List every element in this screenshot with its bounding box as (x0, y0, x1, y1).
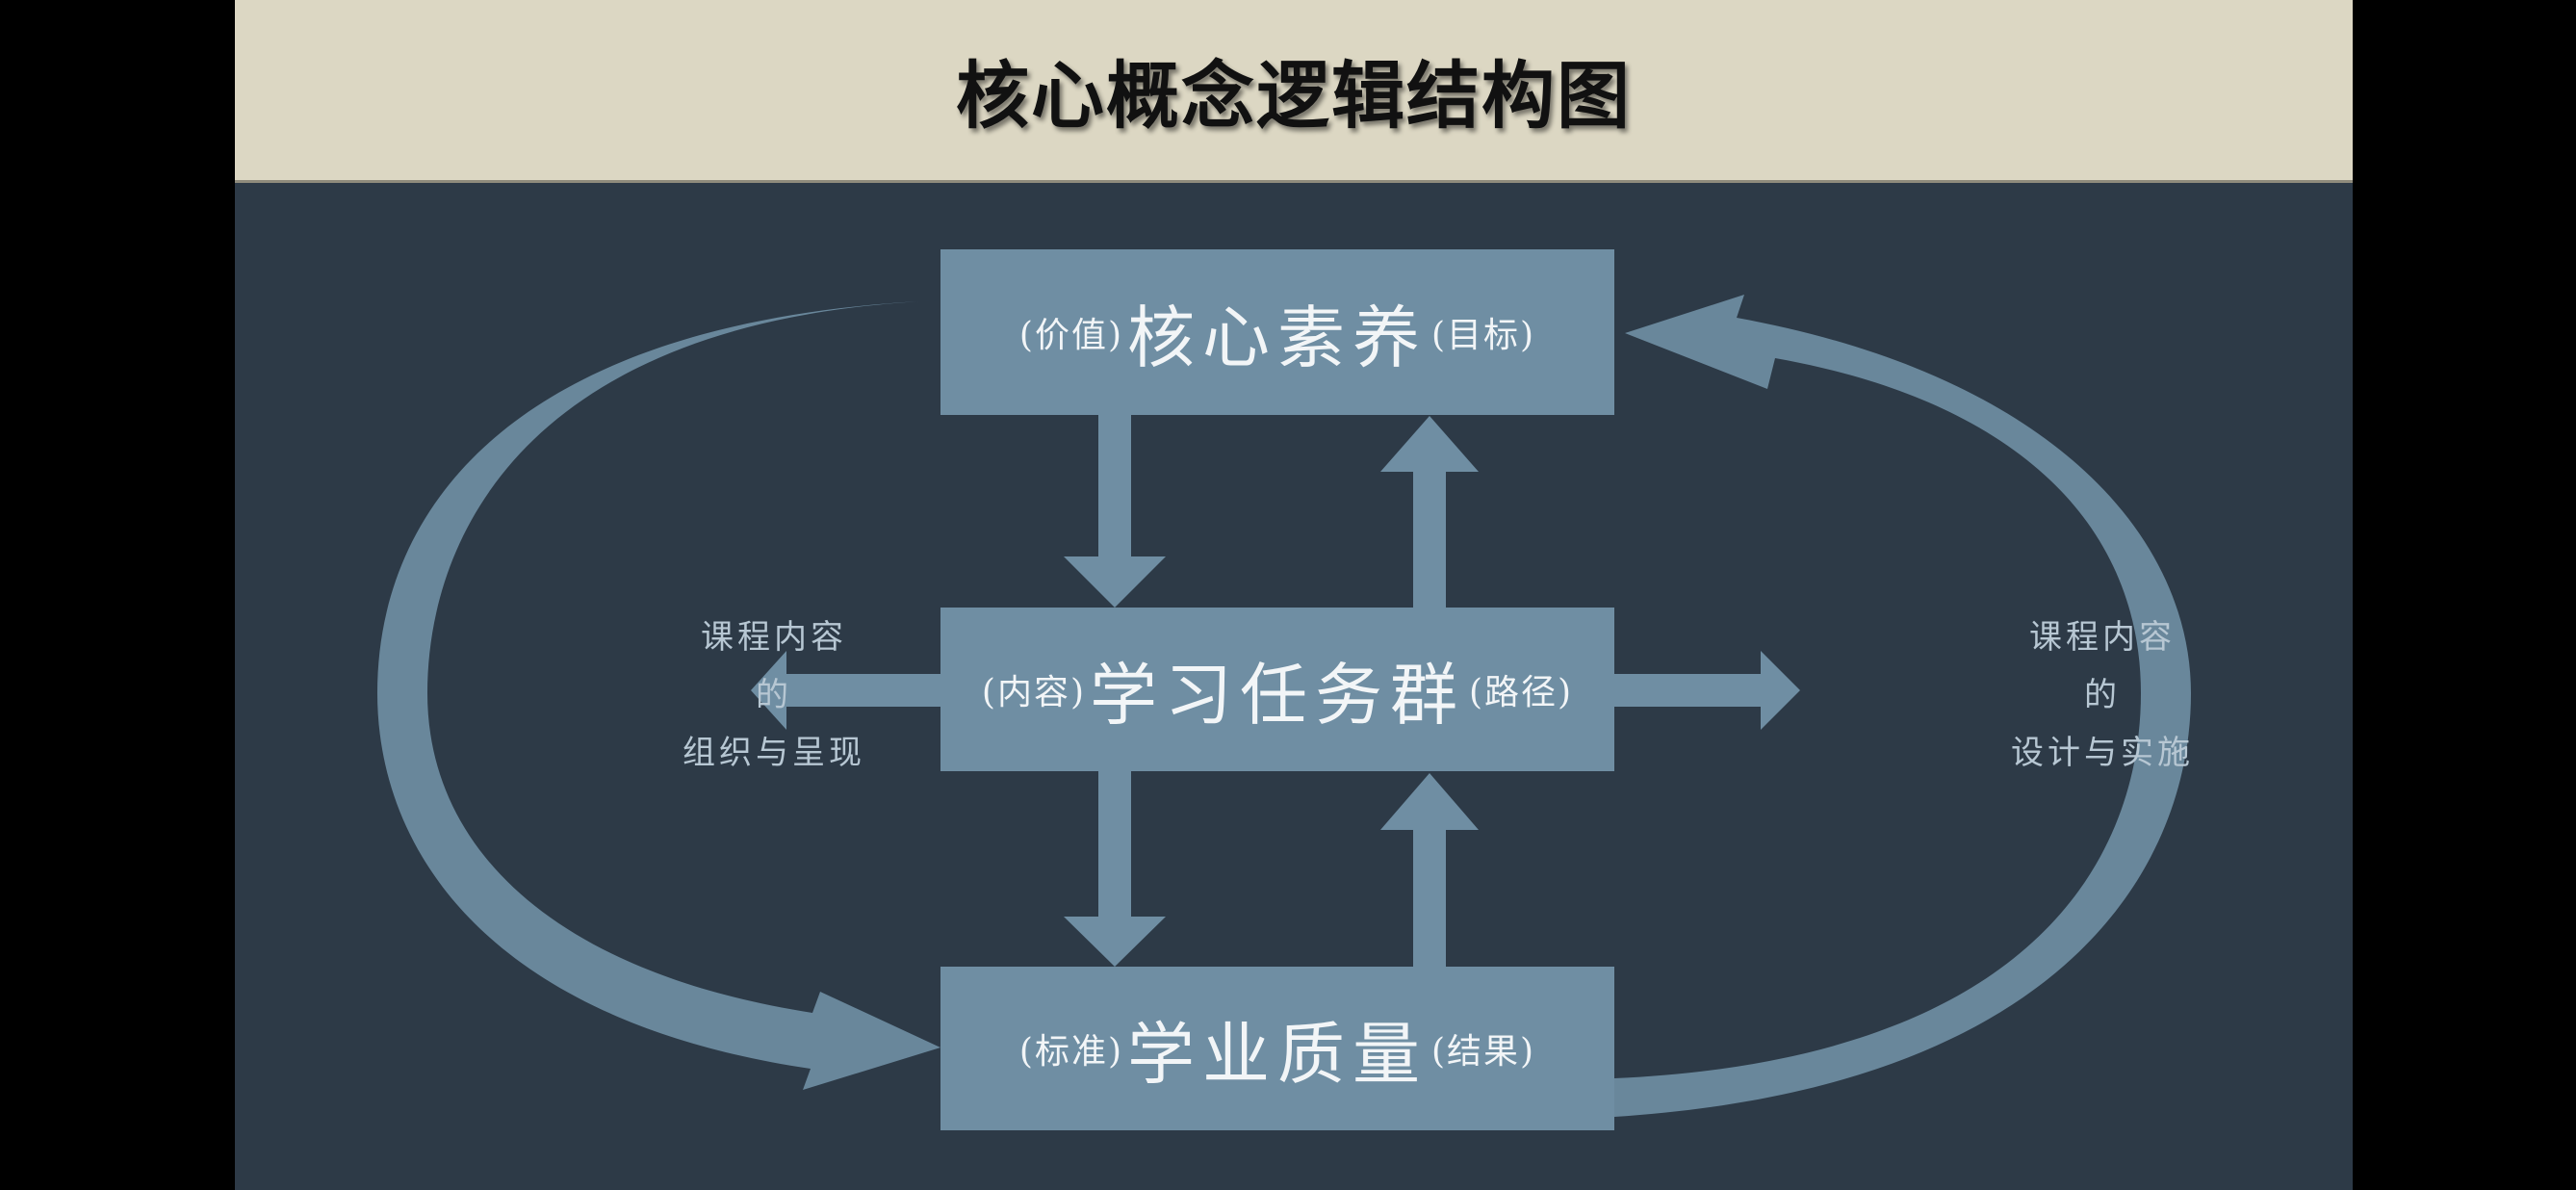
node-mid-title: 学习任务群 (1090, 655, 1465, 735)
node-top-suffix: (目标) (1431, 316, 1536, 355)
node-learning-task-groups: (内容) 学习任务群 (路径) (940, 608, 1614, 771)
node-top-prefix: (价值) (1018, 316, 1123, 355)
left-label-line3: 组织与呈现 (683, 734, 865, 772)
right-arrow-middle (1614, 651, 1800, 730)
node-core-literacy: (价值) 核心素养 (目标) (940, 249, 1614, 415)
up-arrow-bottom (1380, 773, 1479, 967)
left-cycle-arrow (377, 300, 940, 1090)
down-arrow-bottom (1064, 771, 1166, 967)
down-arrow-top (1064, 415, 1166, 608)
node-bot-title: 学业质量 (1127, 1014, 1428, 1094)
node-mid-suffix: (路径) (1469, 673, 1574, 712)
left-arrow-middle (751, 651, 1046, 730)
right-side-label: 课程内容 的 设计与实施 (1948, 608, 2256, 782)
up-arrow-top (1380, 416, 1479, 608)
node-mid-prefix: (内容) (981, 673, 1086, 712)
right-label-line3: 设计与实施 (2011, 734, 2194, 772)
node-top-title: 核心素养 (1127, 298, 1428, 377)
slide: 核心概念逻辑结构图 (价值) 核心素养 (目标) (内容) 学习任务群 (路径) (235, 0, 2353, 1190)
right-label-line2: 的 (2084, 676, 2121, 714)
node-academic-quality: (标准) 学业质量 (结果) (940, 967, 1614, 1130)
node-bot-prefix: (标准) (1018, 1032, 1123, 1072)
title-bar: 核心概念逻辑结构图 (235, 0, 2353, 183)
left-label-line2: 的 (756, 676, 792, 714)
left-side-label: 课程内容 的 组织与呈现 (620, 608, 928, 782)
node-bot-suffix: (结果) (1431, 1032, 1536, 1072)
diagram-arrows (377, 295, 2191, 1117)
slide-title: 核心概念逻辑结构图 (956, 53, 1632, 139)
left-label-line1: 课程内容 (701, 618, 847, 657)
right-label-line1: 课程内容 (2029, 618, 2176, 657)
